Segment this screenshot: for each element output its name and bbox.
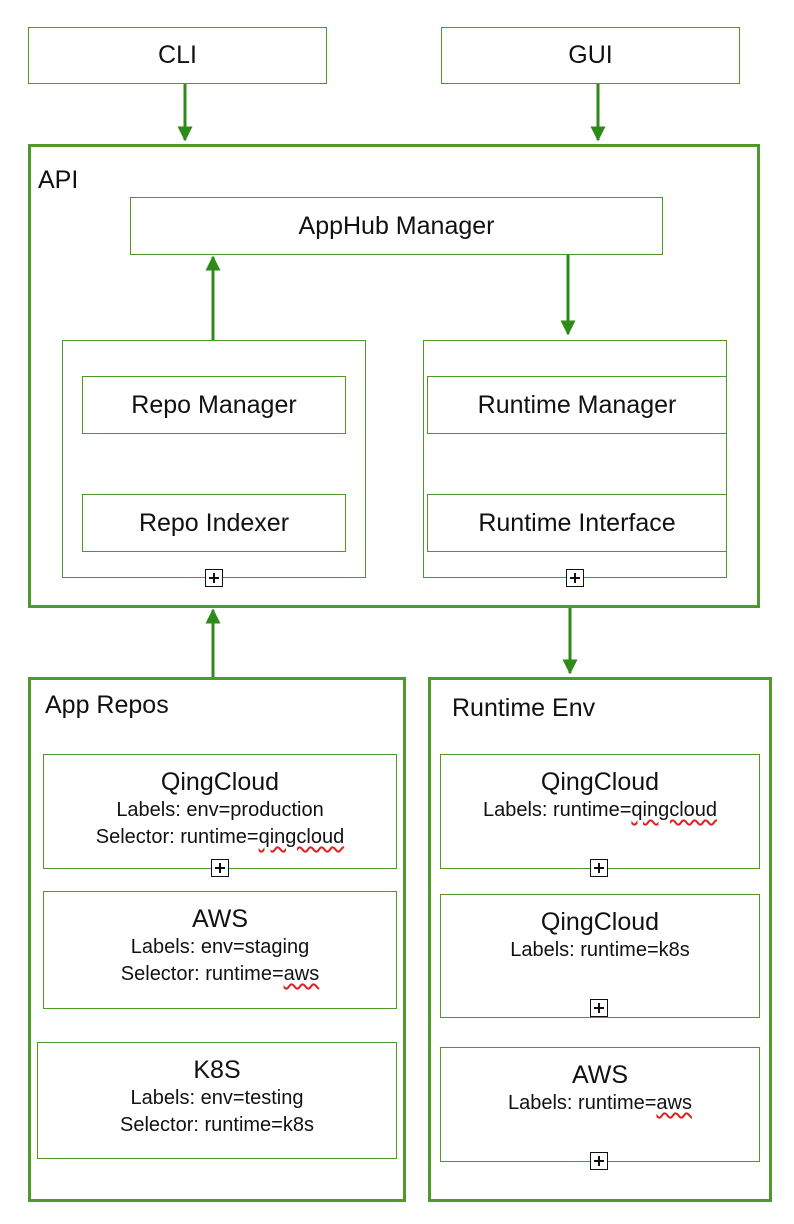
runtime-env-labels: Labels: runtime=aws	[508, 1092, 692, 1114]
runtime-env-title: QingCloud	[540, 768, 660, 796]
app-repos-container	[28, 677, 406, 1202]
runtime-env-card-aws: AWS Labels: runtime=aws	[440, 1047, 760, 1162]
app-repo-labels: Labels: env=production	[116, 799, 324, 821]
expand-repo-group-icon[interactable]	[205, 569, 223, 587]
expand-runtime-env-k8s-icon[interactable]	[590, 999, 608, 1017]
runtime-env-container	[428, 677, 772, 1202]
api-container	[28, 144, 760, 608]
app-repo-selector: Selector: runtime=k8s	[120, 1114, 314, 1136]
app-repos-label: App Repos	[45, 691, 169, 719]
spellcheck-word: qingcloud	[631, 799, 718, 821]
apphub-manager-box: AppHub Manager	[130, 197, 663, 255]
app-repo-selector: Selector: runtime=aws	[120, 963, 320, 985]
runtime-env-title: QingCloud	[540, 908, 660, 936]
gui-label: GUI	[568, 41, 613, 69]
app-repo-labels: Labels: env=testing	[130, 1087, 304, 1109]
expand-runtime-group-icon[interactable]	[566, 569, 584, 587]
expand-app-repo-qingcloud-icon[interactable]	[211, 859, 229, 877]
repo-indexer-box: Repo Indexer	[82, 494, 346, 552]
app-repo-labels: Labels: env=staging	[130, 936, 310, 958]
runtime-manager-label: Runtime Manager	[477, 390, 677, 419]
app-repo-title: AWS	[191, 905, 249, 933]
apphub-manager-label: AppHub Manager	[298, 211, 495, 240]
runtime-env-title: AWS	[571, 1061, 629, 1089]
app-repo-selector: Selector: runtime=qingcloud	[95, 826, 345, 848]
runtime-env-labels: Labels: runtime=qingcloud	[482, 799, 718, 821]
runtime-env-labels: Labels: runtime=k8s	[510, 939, 690, 961]
repo-indexer-label: Repo Indexer	[138, 508, 290, 537]
gui-box: GUI	[441, 27, 740, 84]
cli-label: CLI	[158, 41, 197, 69]
app-repo-card-aws: AWS Labels: env=staging Selector: runtim…	[43, 891, 397, 1009]
repo-manager-box: Repo Manager	[82, 376, 346, 434]
spellcheck-word: qingcloud	[258, 826, 345, 848]
spellcheck-word: aws	[283, 963, 320, 985]
api-label: API	[38, 166, 79, 194]
app-repo-title: K8S	[193, 1056, 241, 1084]
expand-runtime-env-aws-icon[interactable]	[590, 1152, 608, 1170]
cli-box: CLI	[28, 27, 327, 84]
app-repo-title: QingCloud	[160, 768, 280, 796]
repo-manager-label: Repo Manager	[131, 390, 297, 419]
runtime-env-card-qingcloud-k8s: QingCloud Labels: runtime=k8s	[440, 894, 760, 1018]
runtime-interface-label: Runtime Interface	[478, 508, 676, 537]
runtime-env-card-qingcloud: QingCloud Labels: runtime=qingcloud	[440, 754, 760, 869]
app-repo-card-k8s: K8S Labels: env=testing Selector: runtim…	[37, 1042, 397, 1159]
runtime-manager-box: Runtime Manager	[427, 376, 727, 434]
expand-runtime-env-qingcloud-icon[interactable]	[590, 859, 608, 877]
runtime-env-label: Runtime Env	[452, 694, 596, 722]
spellcheck-word: aws	[656, 1092, 692, 1114]
app-repo-card-qingcloud: QingCloud Labels: env=production Selecto…	[43, 754, 397, 869]
runtime-interface-box: Runtime Interface	[427, 494, 727, 552]
